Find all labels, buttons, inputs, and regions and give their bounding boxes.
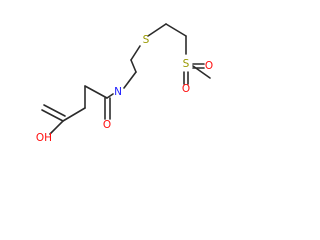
bond-c3-c4 [84,85,108,99]
atom-s1: S [143,34,150,46]
bond-s2-methyl [192,65,211,79]
atom-o-right: O [205,60,213,72]
bond-c4-n [106,93,114,99]
bond-lines [41,23,211,135]
bond-c6-s1 [130,45,141,61]
atom-labels: S N S O O O OH [36,34,213,144]
bond-c1-o-double-b [43,104,66,117]
atom-o-amide: O [103,119,111,131]
bond-c1-o-double-a [41,109,64,122]
bond-s1-c7 [147,23,167,37]
bond-c1-c2 [62,107,86,122]
bond-c5-c6 [130,59,137,73]
atom-o-down: O [182,83,190,95]
bond-n-c5 [123,71,137,89]
atom-n1: N [114,86,122,98]
atom-s2: S [183,58,190,70]
bond-c7-c8 [165,23,187,37]
atom-oh: OH [36,132,52,144]
molecule-structure: S N S O O O OH [36,23,213,144]
bond-oh-c1 [49,120,64,135]
